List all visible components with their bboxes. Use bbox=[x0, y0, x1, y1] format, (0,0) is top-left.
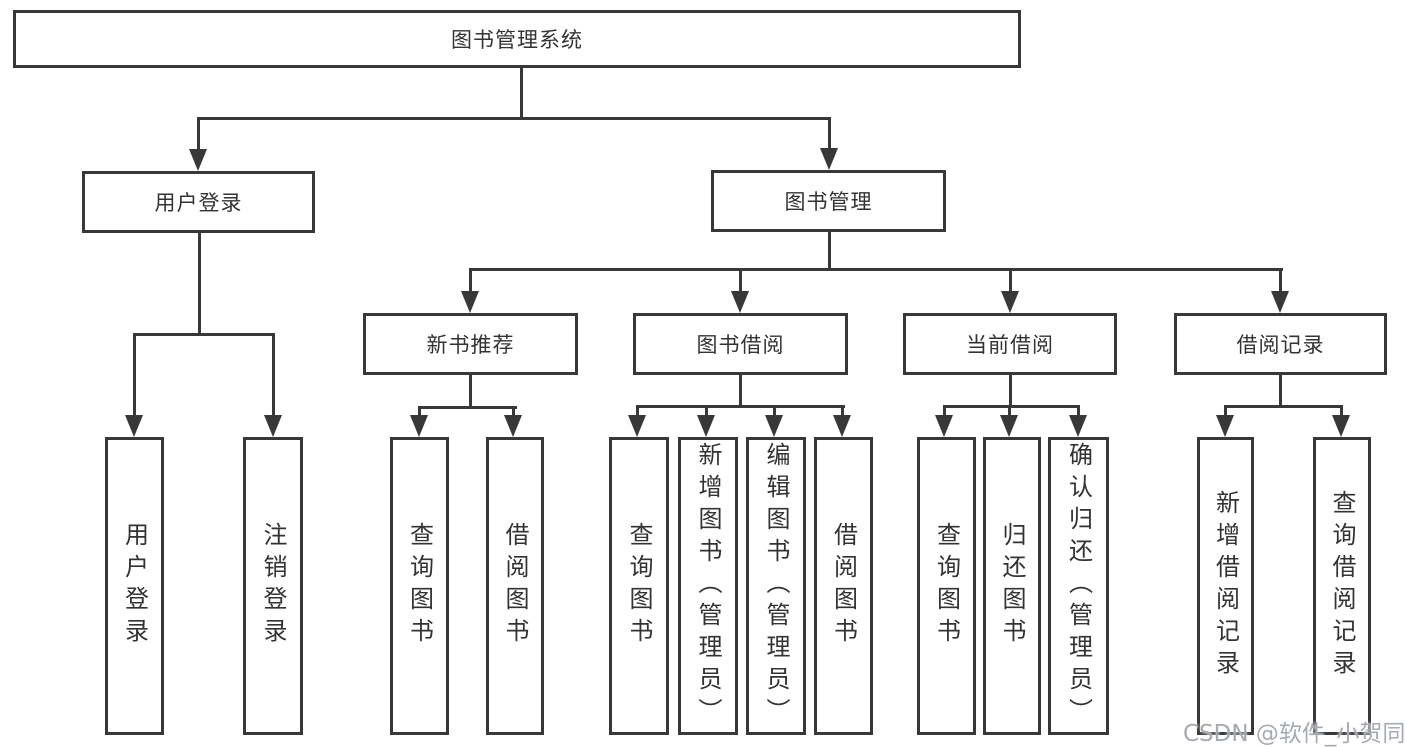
arrow-down-icon bbox=[1216, 415, 1234, 437]
node-borrowing-records: 借阅记录 bbox=[1174, 313, 1387, 375]
connector-line bbox=[1009, 375, 1012, 408]
leaf-return-book: 归还图书 bbox=[983, 437, 1041, 735]
arrow-down-icon bbox=[504, 415, 522, 437]
connector-line bbox=[773, 405, 776, 417]
connector-line bbox=[1224, 405, 1227, 417]
arrow-down-icon bbox=[264, 415, 282, 437]
arrow-down-icon bbox=[125, 415, 143, 437]
leaf-confirm-return-admin-label: 确认归还（管理员） bbox=[1064, 442, 1093, 730]
connector-line bbox=[469, 268, 1283, 271]
leaf-query-books-2: 查询图书 bbox=[609, 437, 669, 735]
leaf-query-books-3-label: 查询图书 bbox=[932, 522, 961, 650]
connector-line bbox=[841, 405, 844, 417]
arrow-down-icon bbox=[1000, 415, 1018, 437]
connector-line bbox=[943, 405, 946, 417]
leaf-query-borrow-record: 查询借阅记录 bbox=[1313, 437, 1371, 735]
leaf-borrow-books-1-label: 借阅图书 bbox=[501, 522, 529, 650]
connector-line bbox=[1008, 405, 1011, 417]
node-user-login: 用户登录 bbox=[82, 171, 315, 233]
arrow-down-icon bbox=[1332, 415, 1350, 437]
arrow-down-icon bbox=[1001, 291, 1019, 313]
connector-line bbox=[272, 333, 275, 417]
connector-line bbox=[133, 333, 136, 417]
connector-line bbox=[469, 268, 472, 293]
connector-line bbox=[469, 375, 472, 409]
connector-line bbox=[1224, 405, 1343, 408]
leaf-query-books-1: 查询图书 bbox=[390, 437, 449, 735]
leaf-logout-login-label: 注销登录 bbox=[259, 522, 287, 650]
connector-line bbox=[520, 67, 523, 118]
node-new-book-recommend: 新书推荐 bbox=[363, 313, 578, 375]
leaf-query-books-3: 查询图书 bbox=[917, 437, 976, 735]
arrow-down-icon bbox=[461, 291, 479, 313]
leaf-add-book-admin: 新增图书（管理员） bbox=[678, 437, 738, 735]
arrow-down-icon bbox=[935, 415, 953, 437]
leaf-return-book-label: 归还图书 bbox=[998, 522, 1026, 650]
connector-line bbox=[943, 405, 1080, 408]
connector-line bbox=[1009, 268, 1012, 293]
connector-line bbox=[828, 232, 831, 271]
arrow-down-icon bbox=[1271, 291, 1289, 313]
arrow-down-icon bbox=[1069, 415, 1087, 437]
connector-line bbox=[739, 268, 742, 293]
arrow-down-icon bbox=[410, 415, 428, 437]
arrow-down-icon bbox=[697, 415, 715, 437]
leaf-user-login-label: 用户登录 bbox=[120, 522, 149, 650]
connector-line bbox=[828, 117, 831, 149]
leaf-borrow-books-2: 借阅图书 bbox=[814, 437, 873, 735]
arrow-down-icon bbox=[820, 148, 838, 170]
leaf-query-books-1-label: 查询图书 bbox=[405, 522, 434, 650]
node-root: 图书管理系统 bbox=[13, 10, 1021, 68]
node-book-borrowing-label: 图书借阅 bbox=[696, 333, 785, 357]
arrow-down-icon bbox=[765, 415, 783, 437]
node-root-label: 图书管理系统 bbox=[451, 28, 583, 52]
connector-line bbox=[1279, 375, 1282, 408]
arrow-down-icon bbox=[731, 291, 749, 313]
node-new-book-recommend-label: 新书推荐 bbox=[426, 333, 515, 357]
leaf-edit-book-admin-label: 编辑图书（管理员） bbox=[762, 442, 790, 730]
node-borrowing-records-label: 借阅记录 bbox=[1236, 333, 1325, 357]
leaf-add-borrow-record-label: 新增借阅记录 bbox=[1211, 490, 1240, 682]
connector-line bbox=[1077, 405, 1080, 417]
csdn-watermark: CSDN @软件_小贺同学 bbox=[1183, 721, 1405, 747]
connector-line bbox=[512, 406, 515, 418]
leaf-confirm-return-admin: 确认归还（管理员） bbox=[1048, 437, 1109, 735]
leaf-user-login: 用户登录 bbox=[105, 437, 164, 735]
arrow-down-icon bbox=[628, 415, 646, 437]
connector-line bbox=[739, 375, 742, 408]
node-book-management: 图书管理 bbox=[711, 170, 946, 232]
node-user-login-label: 用户登录 bbox=[154, 191, 243, 215]
arrow-down-icon bbox=[189, 149, 207, 171]
arrow-down-icon bbox=[833, 415, 851, 437]
connector-line bbox=[133, 333, 275, 336]
leaf-edit-book-admin: 编辑图书（管理员） bbox=[746, 437, 806, 735]
connector-line bbox=[705, 405, 708, 417]
leaf-query-borrow-record-label: 查询借阅记录 bbox=[1328, 490, 1356, 682]
connector-line bbox=[198, 233, 201, 336]
leaf-borrow-books-1: 借阅图书 bbox=[486, 437, 544, 735]
leaf-add-borrow-record: 新增借阅记录 bbox=[1197, 437, 1254, 735]
leaf-logout-login: 注销登录 bbox=[243, 437, 303, 735]
node-book-management-label: 图书管理 bbox=[784, 190, 873, 214]
connector-line bbox=[1279, 268, 1282, 293]
connector-line bbox=[418, 406, 517, 409]
connector-line bbox=[636, 405, 639, 417]
connector-line bbox=[1340, 405, 1343, 417]
leaf-query-books-2-label: 查询图书 bbox=[625, 522, 653, 650]
node-current-borrowing: 当前借阅 bbox=[903, 313, 1117, 375]
connector-line bbox=[636, 405, 845, 408]
connector-line bbox=[418, 406, 421, 418]
leaf-add-book-admin-label: 新增图书（管理员） bbox=[694, 442, 722, 730]
node-current-borrowing-label: 当前借阅 bbox=[966, 333, 1054, 357]
connector-line bbox=[197, 117, 200, 150]
node-book-borrowing: 图书借阅 bbox=[633, 313, 848, 375]
connector-line bbox=[197, 117, 831, 120]
leaf-borrow-books-2-label: 借阅图书 bbox=[829, 522, 858, 650]
